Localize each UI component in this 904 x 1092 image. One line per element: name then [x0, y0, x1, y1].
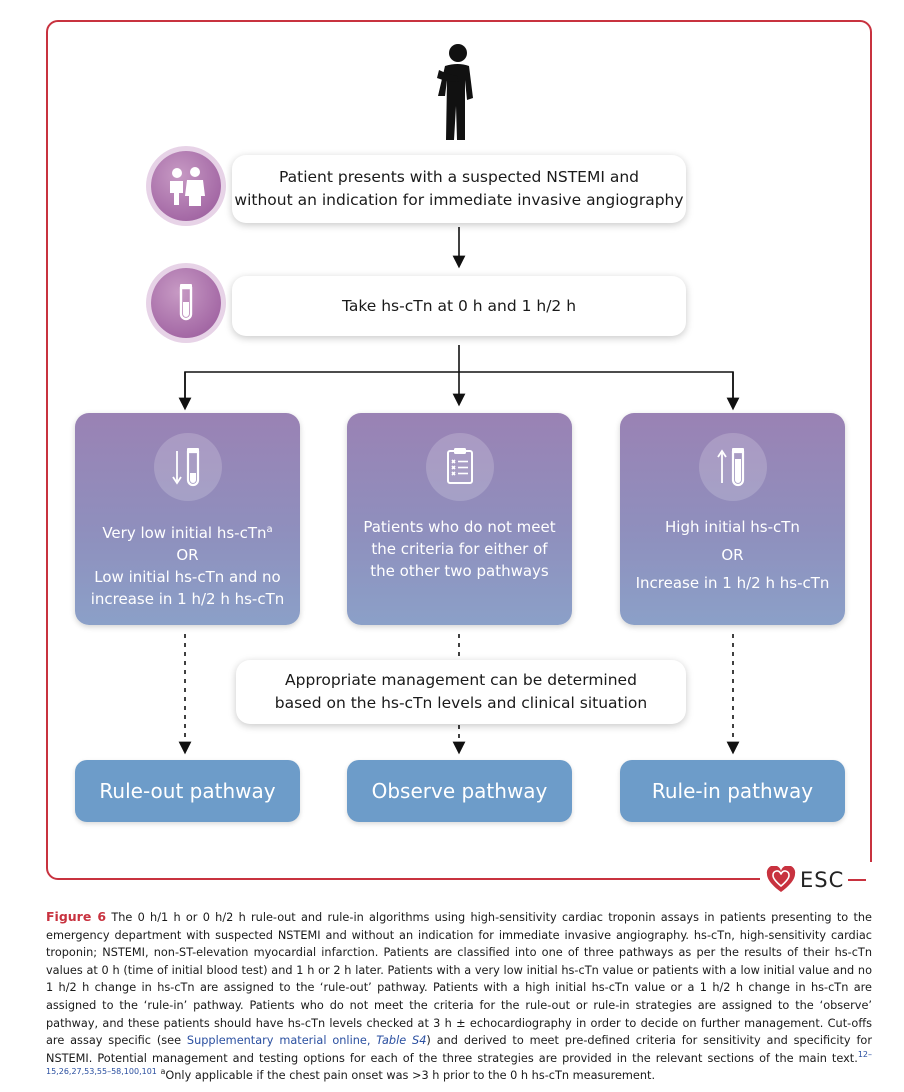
esc-logo: ESC [760, 862, 873, 898]
table-s4-link[interactable]: Table S4 [376, 1034, 427, 1048]
step-patient-presents-line2: without an indication for immediate inva… [234, 191, 684, 209]
pathway-observe-line2: the criteria for either of [371, 540, 548, 558]
caption-footnote: Only applicable if the chest pain onset … [165, 1069, 656, 1083]
esc-logo-text: ESC [800, 868, 845, 892]
pathway-rule-in-line2: Increase in 1 h/2 h hs-cTn [635, 574, 830, 592]
patient-chest-pain-icon [437, 44, 473, 140]
step-take-hs-ctn-label: Take hs-cTn at 0 h and 1 h/2 h [341, 296, 577, 315]
flow-connectors [178, 227, 740, 755]
pathway-observe-line1: Patients who do not meet [363, 518, 556, 536]
pathway-rule-out-or: OR [176, 546, 199, 564]
test-tube-icon [151, 268, 221, 338]
step-patient-presents: Patient presents with a suspected NSTEMI… [232, 155, 686, 223]
caption-text-part2: ) and derived to meet pre-defined criter… [46, 1034, 872, 1065]
pathway-rule-in-or: OR [721, 546, 744, 564]
rule-in-pathway-box: Rule-in pathway [620, 760, 845, 822]
pathway-box-rule-in: High initial hs-cTn OR Increase in 1 h/2… [620, 413, 845, 625]
observe-pathway-box: Observe pathway [347, 760, 572, 822]
heart-logo-icon [766, 866, 796, 892]
esc-logo-line [848, 879, 867, 881]
pathway-observe-line3: the other two pathways [370, 562, 549, 580]
pathway-rule-in-line1: High initial hs-cTn [665, 518, 800, 536]
management-note: Appropriate management can be determined… [236, 660, 686, 724]
step-patient-presents-line1: Patient presents with a suspected NSTEMI… [278, 168, 640, 186]
doctor-consultation-icon [151, 151, 221, 221]
test-tube-decrease-icon [153, 433, 222, 501]
caption-references[interactable]: 12–15,26,27,53,55–58,100,101 [46, 1049, 872, 1077]
pathway-rule-out-line2: Low initial hs-cTn and no [94, 568, 281, 586]
pathway-box-rule-out: Very low initial hs-cTna OR Low initial … [75, 413, 300, 625]
clipboard-checklist-icon [425, 433, 494, 501]
figure-label: Figure 6 [46, 909, 107, 924]
test-tube-increase-icon [698, 433, 767, 501]
management-note-line1: Appropriate management can be determined [285, 671, 637, 689]
figure-caption: Figure 6 The 0 h/1 h or 0 h/2 h rule-out… [46, 908, 872, 1085]
pathway-rule-out-line1: Very low initial hs-cTna [102, 524, 273, 542]
rule-out-pathway-box: Rule-out pathway [75, 760, 300, 822]
footnote-mark: a [160, 1067, 166, 1077]
step-take-hs-ctn: Take hs-cTn at 0 h and 1 h/2 h [232, 276, 686, 336]
caption-text-part1: The 0 h/1 h or 0 h/2 h rule-out and rule… [46, 911, 872, 1048]
pathway-box-observe: Patients who do not meet the criteria fo… [347, 413, 572, 625]
pathway-rule-out-line3: increase in 1 h/2 h hs-cTn [90, 590, 285, 608]
management-note-line2: based on the hs-cTn levels and clinical … [274, 694, 648, 712]
supplementary-link[interactable]: Supplementary material online, [186, 1034, 377, 1048]
